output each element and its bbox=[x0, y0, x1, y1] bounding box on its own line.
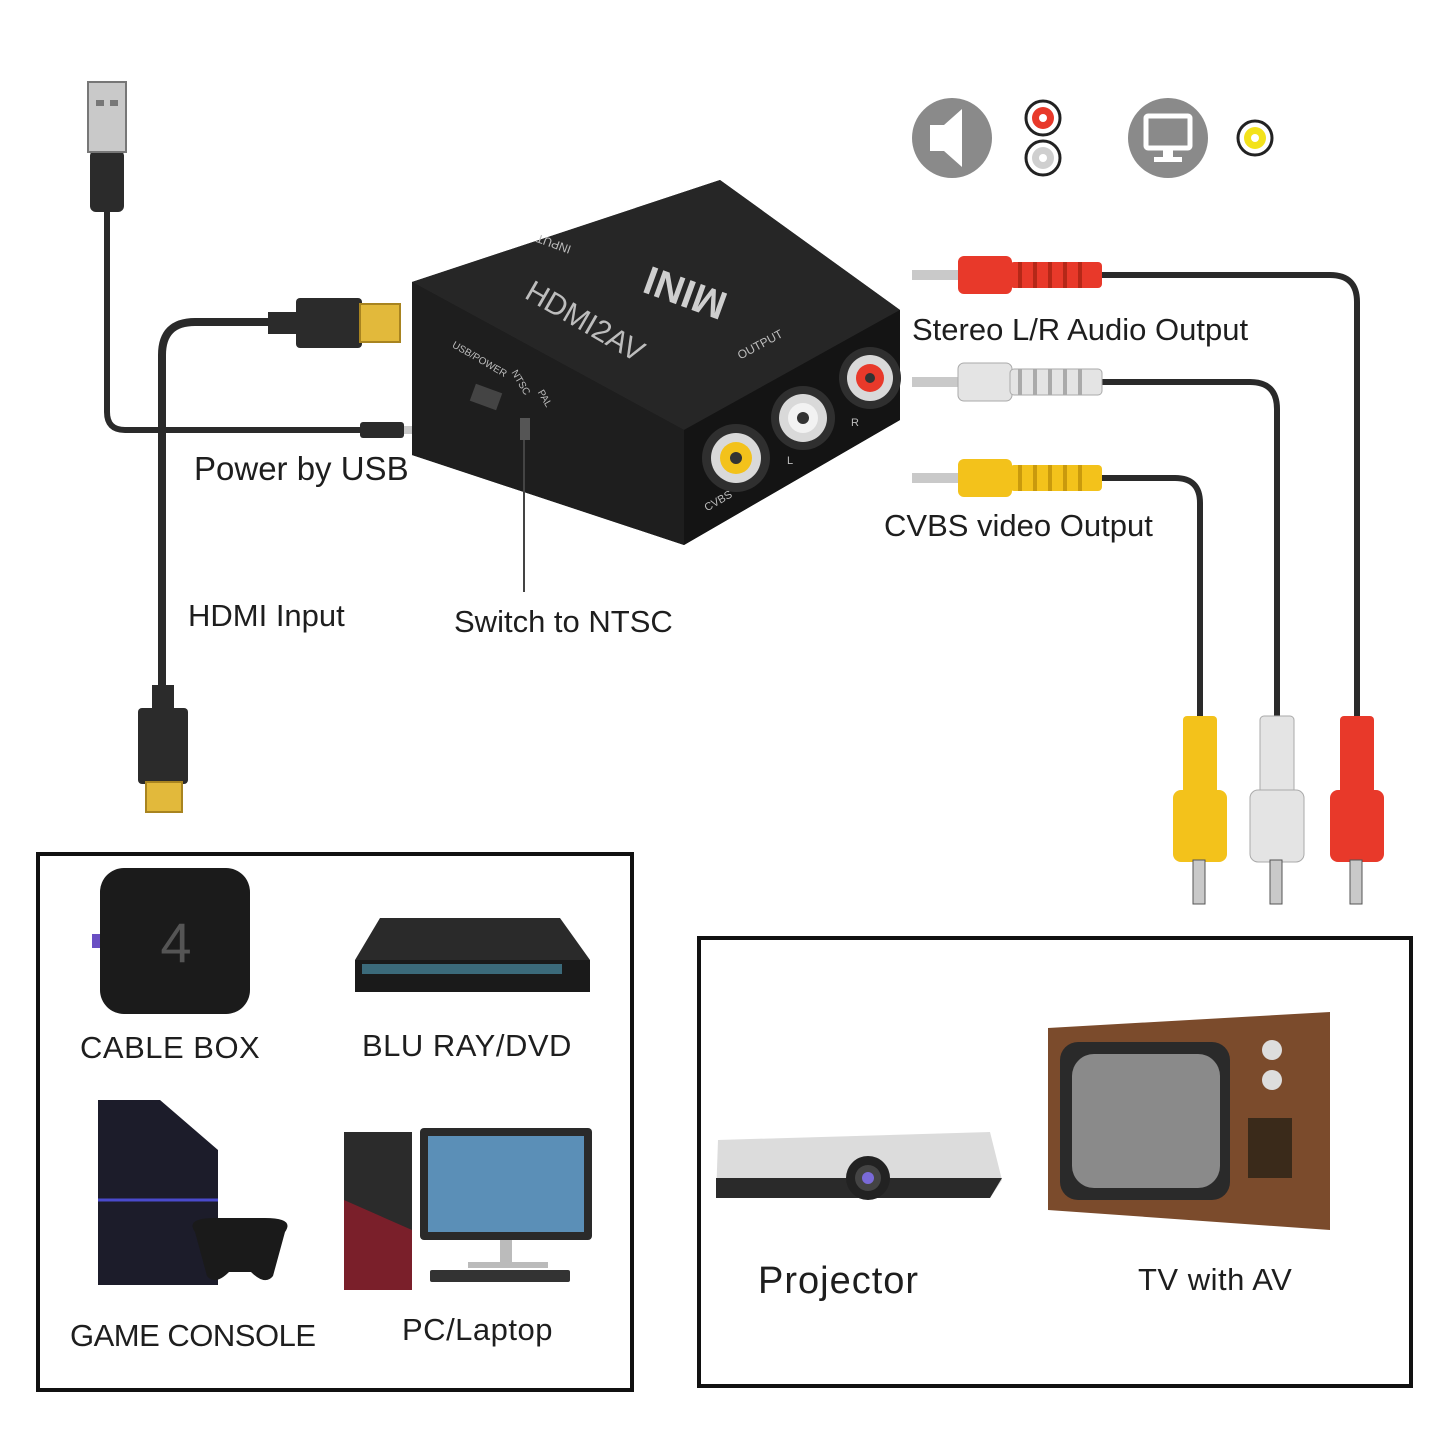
cable-box-icon: 4 bbox=[92, 868, 250, 1014]
hdmi-input-label: HDMI Input bbox=[188, 598, 345, 633]
red-rca-cable bbox=[912, 256, 1384, 905]
yellow-rca-cable bbox=[912, 459, 1227, 905]
hdmi2av-converter: MINI HDMI2AV INPUT OUTPUT USB/POWER NTSC… bbox=[412, 180, 901, 545]
cable-box-badge: 4 bbox=[160, 911, 191, 974]
right-port-label: R bbox=[851, 417, 859, 429]
pc-icon bbox=[344, 1128, 592, 1290]
tv-icon bbox=[1048, 1012, 1330, 1230]
usb-power-port bbox=[469, 383, 503, 411]
yellow-rca-jack-icon bbox=[1236, 119, 1274, 157]
right-audio-jack bbox=[839, 347, 901, 409]
speaker-icon bbox=[912, 98, 992, 178]
white-rca-jack-icon bbox=[1024, 139, 1062, 177]
source-devices-box bbox=[36, 852, 634, 1392]
cvbs-jack bbox=[702, 424, 770, 492]
left-port-label: L bbox=[787, 455, 793, 467]
ntsc-pal-switch bbox=[520, 418, 530, 440]
pc-laptop-label: PC/Laptop bbox=[402, 1312, 553, 1347]
bluray-label: BLU RAY/DVD bbox=[362, 1028, 572, 1063]
usb-power-cable bbox=[87, 81, 430, 438]
video-output-label: CVBS video Output bbox=[884, 508, 1153, 543]
white-rca-cable bbox=[912, 362, 1305, 905]
switch-to-ntsc-label: Switch to NTSC bbox=[454, 604, 673, 639]
monitor-icon bbox=[1128, 98, 1208, 178]
cable-box-label: CABLE BOX bbox=[80, 1030, 261, 1065]
game-console-label: GAME CONSOLE bbox=[70, 1318, 316, 1353]
power-by-usb-label: Power by USB bbox=[194, 450, 409, 487]
left-audio-jack bbox=[771, 386, 835, 450]
audio-output-label: Stereo L/R Audio Output bbox=[912, 312, 1249, 347]
hdmi-input-cable bbox=[138, 298, 401, 813]
game-console-icon bbox=[98, 1100, 288, 1285]
projector-icon bbox=[716, 1132, 1002, 1200]
output-devices-box bbox=[697, 936, 1413, 1388]
projector-label: Projector bbox=[758, 1260, 920, 1302]
bluray-player-icon bbox=[355, 918, 590, 992]
red-rca-jack-icon bbox=[1024, 99, 1062, 137]
tv-with-av-label: TV with AV bbox=[1138, 1262, 1293, 1297]
